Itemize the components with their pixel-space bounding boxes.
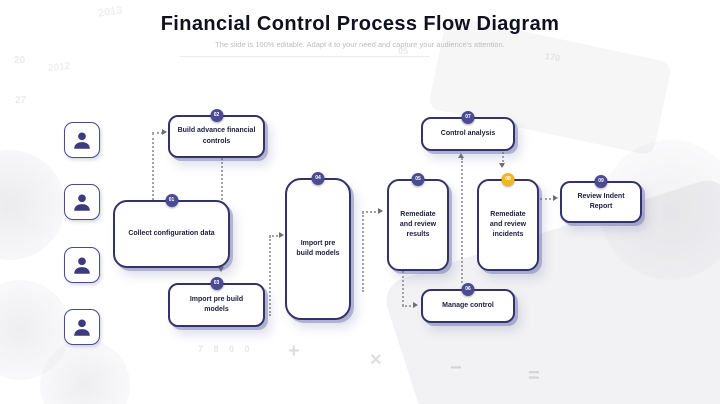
node-manage-control: 06 Manage control xyxy=(421,283,515,323)
connector-arrow xyxy=(378,208,383,214)
minus-operator-watermark: − xyxy=(450,357,462,379)
watermark-number: 05 xyxy=(398,46,409,56)
node-label: Collect configuration data xyxy=(128,229,215,237)
person-icon xyxy=(74,319,90,336)
connector-line xyxy=(461,158,463,283)
node-label: Remediate and review incidents xyxy=(489,210,527,239)
node-label: Build advance financial controls xyxy=(177,127,256,145)
step-number-badge: 05 xyxy=(411,173,425,186)
watermark-number: 2012 xyxy=(47,60,71,75)
node-label: Import pre build models xyxy=(189,295,244,313)
node-build-advance-financial-controls: 02 Build advance financial controls xyxy=(168,109,265,158)
connector-line xyxy=(540,198,555,200)
connector-line xyxy=(402,271,404,306)
connector-arrow xyxy=(553,195,558,201)
connector-arrow xyxy=(413,302,418,308)
step-number-badge: 04 xyxy=(311,172,325,185)
coin-blob xyxy=(0,150,65,260)
step-number-badge: 06 xyxy=(461,283,475,296)
node-remediate-and-review-incidents: 08 Remediate and review incidents xyxy=(477,173,539,271)
connector-line xyxy=(502,152,504,166)
node-label: Import pre build models xyxy=(296,239,340,257)
person-icon xyxy=(74,132,90,149)
person-card xyxy=(64,247,100,283)
connector-arrow xyxy=(499,163,505,168)
node-remediate-and-review-results: 05 Remediate and review results xyxy=(387,173,449,271)
equals-operator-watermark: = xyxy=(528,365,540,387)
plus-operator-watermark: + xyxy=(288,340,300,362)
node-collect-configuration-data: 01 Collect configuration data xyxy=(113,194,230,268)
connector-arrow xyxy=(458,153,464,158)
multiply-operator-watermark: × xyxy=(370,349,382,371)
step-number-badge: 01 xyxy=(165,194,178,207)
watermark-number: 20 xyxy=(14,55,26,66)
connector-line xyxy=(402,305,415,307)
node-label: Control analysis xyxy=(440,129,496,137)
person-icon xyxy=(74,257,90,274)
step-number-badge: 09 xyxy=(594,175,608,188)
connector-line xyxy=(269,236,271,316)
watermark-number: 7 8 0 0 xyxy=(198,344,254,354)
connector-line xyxy=(362,212,364,292)
connector-arrow xyxy=(279,232,284,238)
person-card xyxy=(64,184,100,220)
step-number-badge: 02 xyxy=(210,109,223,122)
person-card xyxy=(64,309,100,345)
step-number-badge: 03 xyxy=(210,277,223,290)
connector-arrow xyxy=(162,129,167,135)
node-import-pre-build-models-small: 03 Import pre build models xyxy=(168,277,265,327)
node-import-pre-build-models-tall: 04 Import pre build models xyxy=(285,172,351,320)
page-subtitle: The slide is 100% editable. Adapt it to … xyxy=(215,40,505,49)
node-control-analysis: 07 Control analysis xyxy=(421,111,515,151)
node-label: Manage control xyxy=(442,301,494,309)
connector-line xyxy=(362,211,380,213)
page-title: Financial Control Process Flow Diagram xyxy=(160,13,560,35)
step-number-badge-highlighted: 08 xyxy=(501,173,515,186)
node-label: Remediate and review results xyxy=(399,210,437,239)
connector-line xyxy=(152,133,154,200)
person-icon xyxy=(74,194,90,211)
watermark-line xyxy=(180,56,430,57)
connector-line xyxy=(269,235,281,237)
node-label: Review Indent Report xyxy=(577,192,625,210)
person-card xyxy=(64,122,100,158)
node-review-indent-report: 09 Review Indent Report xyxy=(560,175,642,223)
connector-line xyxy=(152,132,163,134)
watermark-number: 27 xyxy=(15,95,27,106)
coin-blob xyxy=(40,340,130,404)
step-number-badge: 07 xyxy=(461,111,475,124)
watermark-number: 170 xyxy=(544,51,561,63)
connector-arrow xyxy=(218,267,224,272)
